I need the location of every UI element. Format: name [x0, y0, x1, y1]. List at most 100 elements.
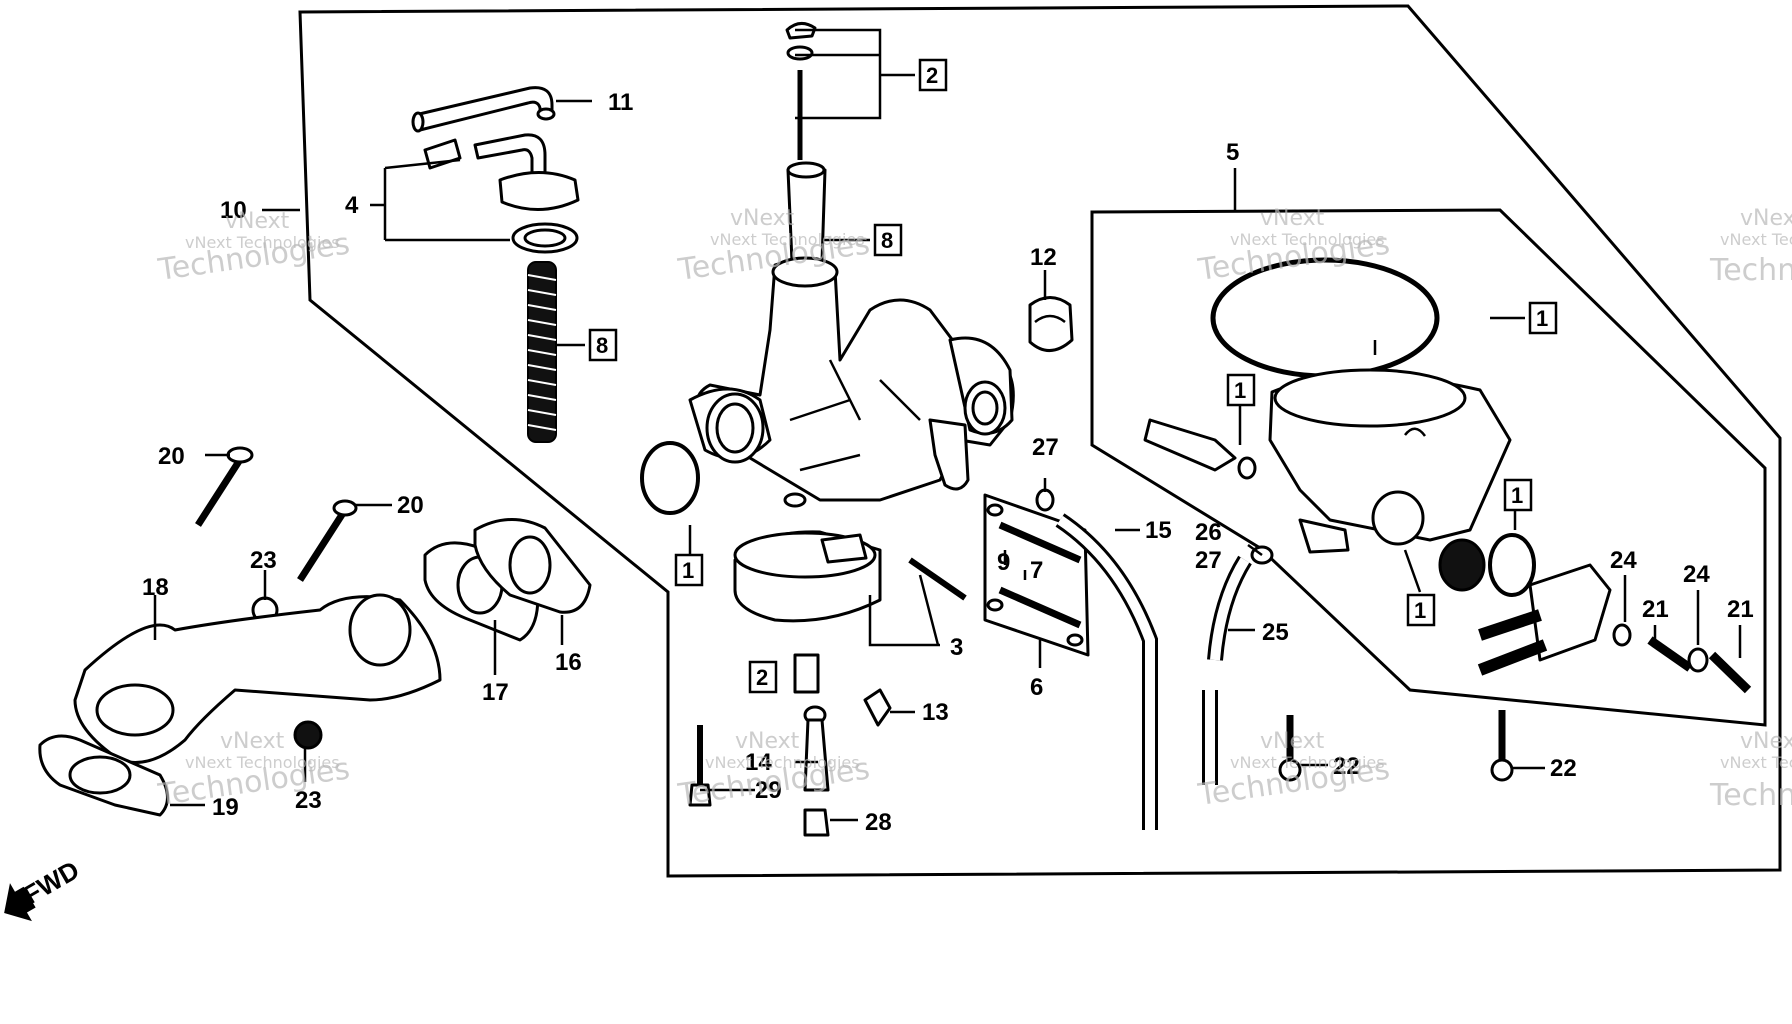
callout-21a: 21 — [1642, 596, 1669, 623]
svg-text:vNext: vNext — [1260, 729, 1325, 754]
boxed-callout-1b: 1 — [1226, 373, 1256, 407]
svg-text:Technologies: Technologies — [1709, 778, 1792, 813]
top-cap-part — [423, 133, 580, 254]
spring-part — [527, 261, 557, 443]
svg-text:vNext: vNext — [1740, 729, 1792, 754]
cover-plate-part — [983, 493, 1090, 657]
jet-2-part — [793, 653, 820, 694]
vent-tube-part — [411, 86, 556, 133]
float-part — [733, 530, 967, 623]
svg-text:vNext: vNext — [1740, 206, 1792, 231]
svg-text:2: 2 — [756, 665, 768, 690]
boxed-callout-1c: 1 — [1503, 478, 1533, 512]
boxed-callout-8a: 8 — [873, 223, 903, 257]
callout-5: 5 — [1226, 139, 1239, 166]
watermark-7: vNext vNext Technologies Technologies — [1195, 729, 1392, 813]
insulator-part — [473, 518, 592, 614]
forward-direction-indicator: FWD — [4, 855, 84, 922]
jet-needle-part — [785, 22, 827, 264]
callout-27b: 27 — [1195, 547, 1222, 574]
boxed-callout-1e: 1 — [674, 553, 704, 587]
drain-plug-part — [1438, 538, 1486, 592]
overflow-tube-inner — [1205, 557, 1250, 785]
svg-text:vNext Technologies: vNext Technologies — [1230, 753, 1385, 772]
watermark-8: vNext vNext Technologies Technologies — [1709, 729, 1792, 813]
callout-18: 18 — [142, 574, 169, 601]
flange-gasket-part — [38, 734, 169, 817]
cap-part — [1028, 296, 1074, 352]
svg-text:vNext: vNext — [220, 729, 285, 754]
callout-23a: 23 — [250, 547, 277, 574]
washer-part — [1612, 623, 1632, 647]
svg-text:1: 1 — [1414, 598, 1426, 623]
watermark-1: vNext vNext Technologies Technologies — [155, 209, 352, 288]
callout-15: 15 — [1145, 517, 1172, 544]
callout-24a: 24 — [1610, 547, 1637, 574]
screw-part-2 — [1708, 651, 1752, 694]
callout-9: 9 — [997, 549, 1010, 576]
drain-screw-part-2 — [1278, 715, 1302, 782]
svg-text:1: 1 — [682, 558, 694, 583]
callout-3: 3 — [950, 634, 963, 661]
drain-screw-part — [1490, 710, 1514, 782]
svg-text:vNext Technologies: vNext Technologies — [705, 753, 860, 772]
svg-text:vNext Technologies: vNext Technologies — [1230, 230, 1385, 249]
main-assembly-frame — [298, 4, 1782, 878]
float-chamber-frame — [1090, 208, 1767, 727]
callout-13: 13 — [922, 699, 949, 726]
leader-lines — [153, 28, 1742, 822]
slow-jet-part — [803, 705, 830, 792]
intake-pipe-part — [73, 593, 442, 764]
callout-4: 4 — [345, 192, 359, 219]
callout-22b: 22 — [1550, 755, 1577, 782]
callout-23b: 23 — [295, 787, 322, 814]
svg-text:vNext Technologies: vNext Technologies — [185, 753, 340, 772]
callout-14: 14 — [745, 749, 772, 776]
callout-22a: 22 — [1333, 753, 1360, 780]
callout-10: 10 — [220, 197, 247, 224]
callout-28: 28 — [865, 809, 892, 836]
callout-7: 7 — [1030, 557, 1043, 584]
svg-text:Technologies: Technologies — [1709, 253, 1792, 288]
svg-text:vNext Technologies: vNext Technologies — [1720, 753, 1792, 772]
drain-o-ring-part — [1488, 533, 1536, 597]
float-valve-seal — [1237, 456, 1257, 480]
svg-text:vNext: vNext — [1260, 206, 1325, 231]
nut-part-2 — [293, 720, 323, 750]
svg-text:vNext: vNext — [225, 209, 290, 234]
callout-17: 17 — [482, 679, 509, 706]
watermark-4: vNext vNext Technologies Technologies — [1709, 206, 1792, 288]
svg-text:1: 1 — [1234, 378, 1246, 403]
boxed-callout-1d: 1 — [1406, 593, 1436, 627]
float-chamber-part — [1210, 257, 1512, 554]
float-valve-part — [1143, 418, 1237, 472]
stud-bolt-head-2 — [332, 499, 358, 517]
carburetor-body-part — [688, 256, 1015, 508]
o-ring-part — [640, 441, 700, 515]
callout-26: 26 — [1195, 519, 1222, 546]
main-jet-28-part — [803, 808, 830, 837]
svg-text:vNext: vNext — [730, 206, 795, 231]
washer-part-2 — [1687, 647, 1709, 673]
callout-27a: 27 — [1032, 434, 1059, 461]
callout-24b: 24 — [1683, 561, 1710, 588]
fuel-cock-part — [1477, 563, 1612, 676]
boxed-callout-2b: 2 — [748, 660, 778, 694]
forward-arrow-icon — [4, 883, 36, 922]
watermark-3: vNext vNext Technologies Technologies — [1195, 206, 1392, 288]
boxed-callout-2a: 2 — [918, 58, 948, 92]
callout-20b: 20 — [397, 492, 424, 519]
callout-16: 16 — [555, 649, 582, 676]
callout-25: 25 — [1262, 619, 1289, 646]
boxed-callout-1a: 1 — [1528, 301, 1558, 335]
callout-11: 11 — [608, 89, 633, 116]
svg-text:vNext: vNext — [735, 729, 800, 754]
tube-clip-part — [1035, 488, 1055, 512]
stud-bolt-part-2 — [297, 508, 348, 582]
svg-text:1: 1 — [1511, 483, 1523, 508]
svg-text:vNext Technologies: vNext Technologies — [710, 230, 865, 249]
boxed-callout-8b: 8 — [588, 328, 618, 362]
callout-6: 6 — [1030, 674, 1043, 701]
callout-21b: 21 — [1727, 596, 1754, 623]
